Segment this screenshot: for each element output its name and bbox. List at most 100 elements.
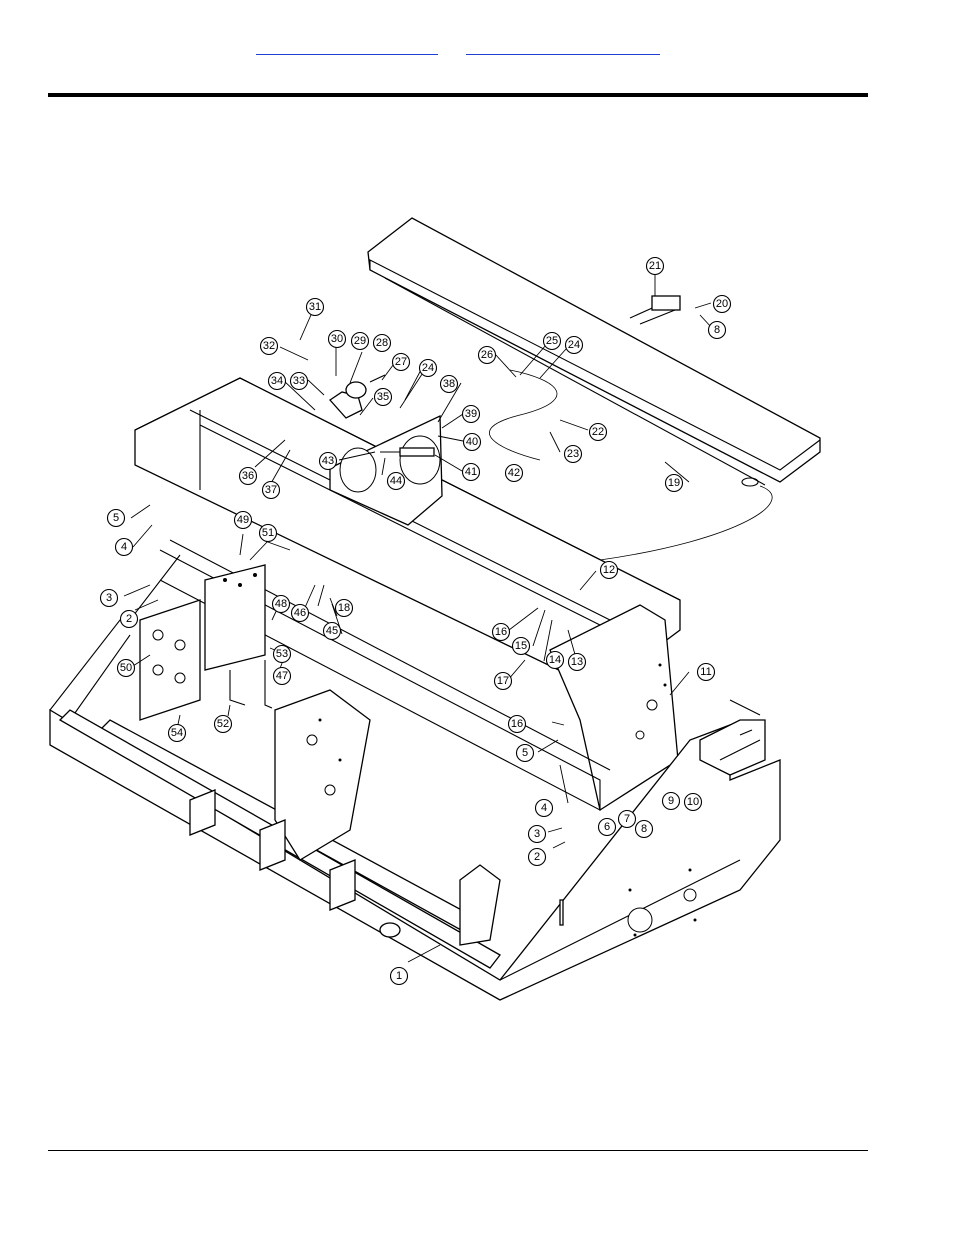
callout-34: 34: [269, 373, 286, 390]
svg-text:16: 16: [511, 718, 523, 730]
callout-35: 35: [375, 389, 392, 406]
svg-text:44: 44: [390, 475, 402, 487]
svg-text:46: 46: [294, 607, 306, 619]
callout-18: 18: [336, 600, 353, 617]
svg-text:36: 36: [242, 470, 254, 482]
svg-text:35: 35: [377, 391, 389, 403]
callout-8b: 8: [709, 322, 726, 339]
exploded-view-drawing: 1 2 2 3 3 4 4 5 5 6 7 8 8 9 10 11 12 13 …: [40, 200, 840, 1020]
svg-text:49: 49: [237, 514, 249, 526]
svg-text:12: 12: [603, 564, 615, 576]
callout-9: 9: [663, 793, 680, 810]
svg-text:45: 45: [326, 625, 338, 637]
svg-text:43: 43: [322, 455, 334, 467]
svg-text:32: 32: [263, 340, 275, 352]
svg-text:18: 18: [338, 602, 350, 614]
svg-text:2: 2: [126, 613, 132, 625]
callout-3b: 3: [529, 826, 546, 843]
svg-text:53: 53: [276, 648, 288, 660]
svg-text:54: 54: [171, 727, 183, 739]
svg-text:8: 8: [641, 823, 647, 835]
callout-16b: 16: [509, 716, 526, 733]
callout-21: 21: [647, 258, 664, 275]
callout-49: 49: [235, 512, 252, 529]
callout-5b: 5: [517, 745, 534, 762]
svg-text:8: 8: [714, 324, 720, 336]
callout-1: 1: [391, 968, 408, 985]
callout-54: 54: [169, 725, 186, 742]
callout-4b: 4: [536, 800, 553, 817]
svg-text:4: 4: [121, 541, 127, 553]
parts-diagram: 1 2 2 3 3 4 4 5 5 6 7 8 8 9 10 11 12 13 …: [40, 200, 840, 1020]
svg-text:15: 15: [515, 640, 527, 652]
svg-text:3: 3: [534, 828, 540, 840]
callout-3: 3: [101, 590, 118, 607]
svg-text:40: 40: [466, 436, 478, 448]
callout-12: 12: [601, 562, 618, 579]
svg-text:20: 20: [716, 298, 728, 310]
svg-text:21: 21: [649, 260, 661, 272]
svg-text:9: 9: [668, 795, 674, 807]
svg-text:23: 23: [567, 448, 579, 460]
callout-42: 42: [506, 465, 523, 482]
callout-7: 7: [619, 811, 636, 828]
svg-text:47: 47: [276, 670, 288, 682]
header-link-2[interactable]: [466, 40, 660, 55]
svg-text:11: 11: [700, 666, 711, 678]
callout-39: 39: [463, 406, 480, 423]
svg-text:2: 2: [534, 851, 540, 863]
callout-52: 52: [215, 716, 232, 733]
svg-text:28: 28: [376, 337, 388, 349]
callout-23: 23: [565, 446, 582, 463]
header-link-1[interactable]: [256, 40, 438, 55]
svg-text:17: 17: [497, 675, 509, 687]
callout-27: 27: [393, 354, 410, 371]
svg-text:5: 5: [522, 747, 528, 759]
callout-44: 44: [388, 473, 405, 490]
svg-text:19: 19: [668, 477, 680, 489]
svg-text:7: 7: [624, 813, 630, 825]
callout-10: 10: [685, 794, 702, 811]
callout-45: 45: [324, 623, 341, 640]
svg-text:1: 1: [396, 970, 402, 982]
callout-13: 13: [569, 654, 586, 671]
svg-text:52: 52: [217, 718, 229, 730]
svg-text:13: 13: [571, 656, 583, 668]
svg-text:48: 48: [275, 598, 287, 610]
svg-text:29: 29: [354, 335, 366, 347]
svg-text:39: 39: [465, 408, 477, 420]
callout-30: 30: [329, 331, 346, 348]
callout-11: 11: [698, 664, 715, 681]
callout-33: 33: [291, 373, 308, 390]
callout-50: 50: [118, 660, 135, 677]
callout-51: 51: [260, 525, 277, 542]
callout-31: 31: [307, 299, 324, 316]
callout-19: 19: [666, 475, 683, 492]
callout-40: 40: [464, 434, 481, 451]
svg-text:50: 50: [120, 662, 132, 674]
svg-text:27: 27: [395, 356, 407, 368]
svg-text:3: 3: [106, 592, 112, 604]
callout-48: 48: [273, 596, 290, 613]
callout-53: 53: [274, 646, 291, 663]
callout-24: 24: [566, 337, 583, 354]
svg-text:26: 26: [481, 349, 493, 361]
callout-2: 2: [121, 611, 138, 628]
svg-text:24: 24: [422, 362, 434, 374]
callout-37: 37: [263, 482, 280, 499]
callout-26: 26: [479, 347, 496, 364]
callout-22: 22: [590, 424, 607, 441]
svg-text:34: 34: [271, 375, 283, 387]
left-box: [140, 565, 272, 720]
callout-36: 36: [240, 468, 257, 485]
svg-text:16: 16: [495, 626, 507, 638]
svg-text:33: 33: [293, 375, 305, 387]
callout-41: 41: [463, 464, 480, 481]
callout-43: 43: [320, 453, 337, 470]
svg-text:41: 41: [465, 466, 477, 478]
callout-14: 14: [547, 652, 564, 669]
svg-text:31: 31: [309, 301, 321, 313]
svg-text:6: 6: [604, 821, 610, 833]
callout-4: 4: [116, 539, 133, 556]
callout-25: 25: [544, 333, 561, 350]
